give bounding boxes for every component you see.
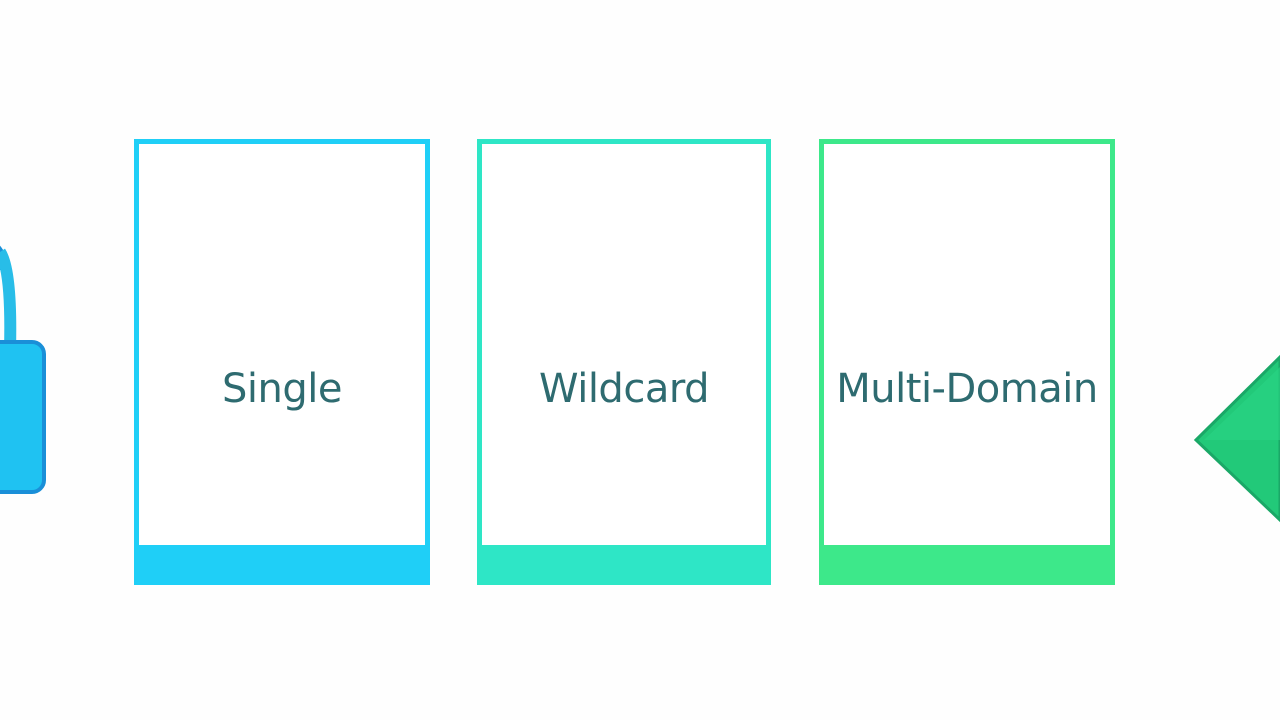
card-multi-domain: Multi-Domain bbox=[819, 139, 1115, 585]
card-wildcard-footer bbox=[477, 545, 771, 585]
card-single-footer bbox=[134, 545, 430, 585]
card-wildcard-label: Wildcard bbox=[539, 366, 709, 412]
lock-icon bbox=[0, 245, 46, 494]
card-multi-domain-footer bbox=[819, 545, 1115, 585]
card-single-label: Single bbox=[222, 366, 342, 412]
card-wildcard: Wildcard bbox=[477, 139, 771, 585]
diamond-icon bbox=[1193, 354, 1280, 523]
card-multi-domain-label: Multi-Domain bbox=[836, 366, 1098, 412]
card-single: Single bbox=[134, 139, 430, 585]
